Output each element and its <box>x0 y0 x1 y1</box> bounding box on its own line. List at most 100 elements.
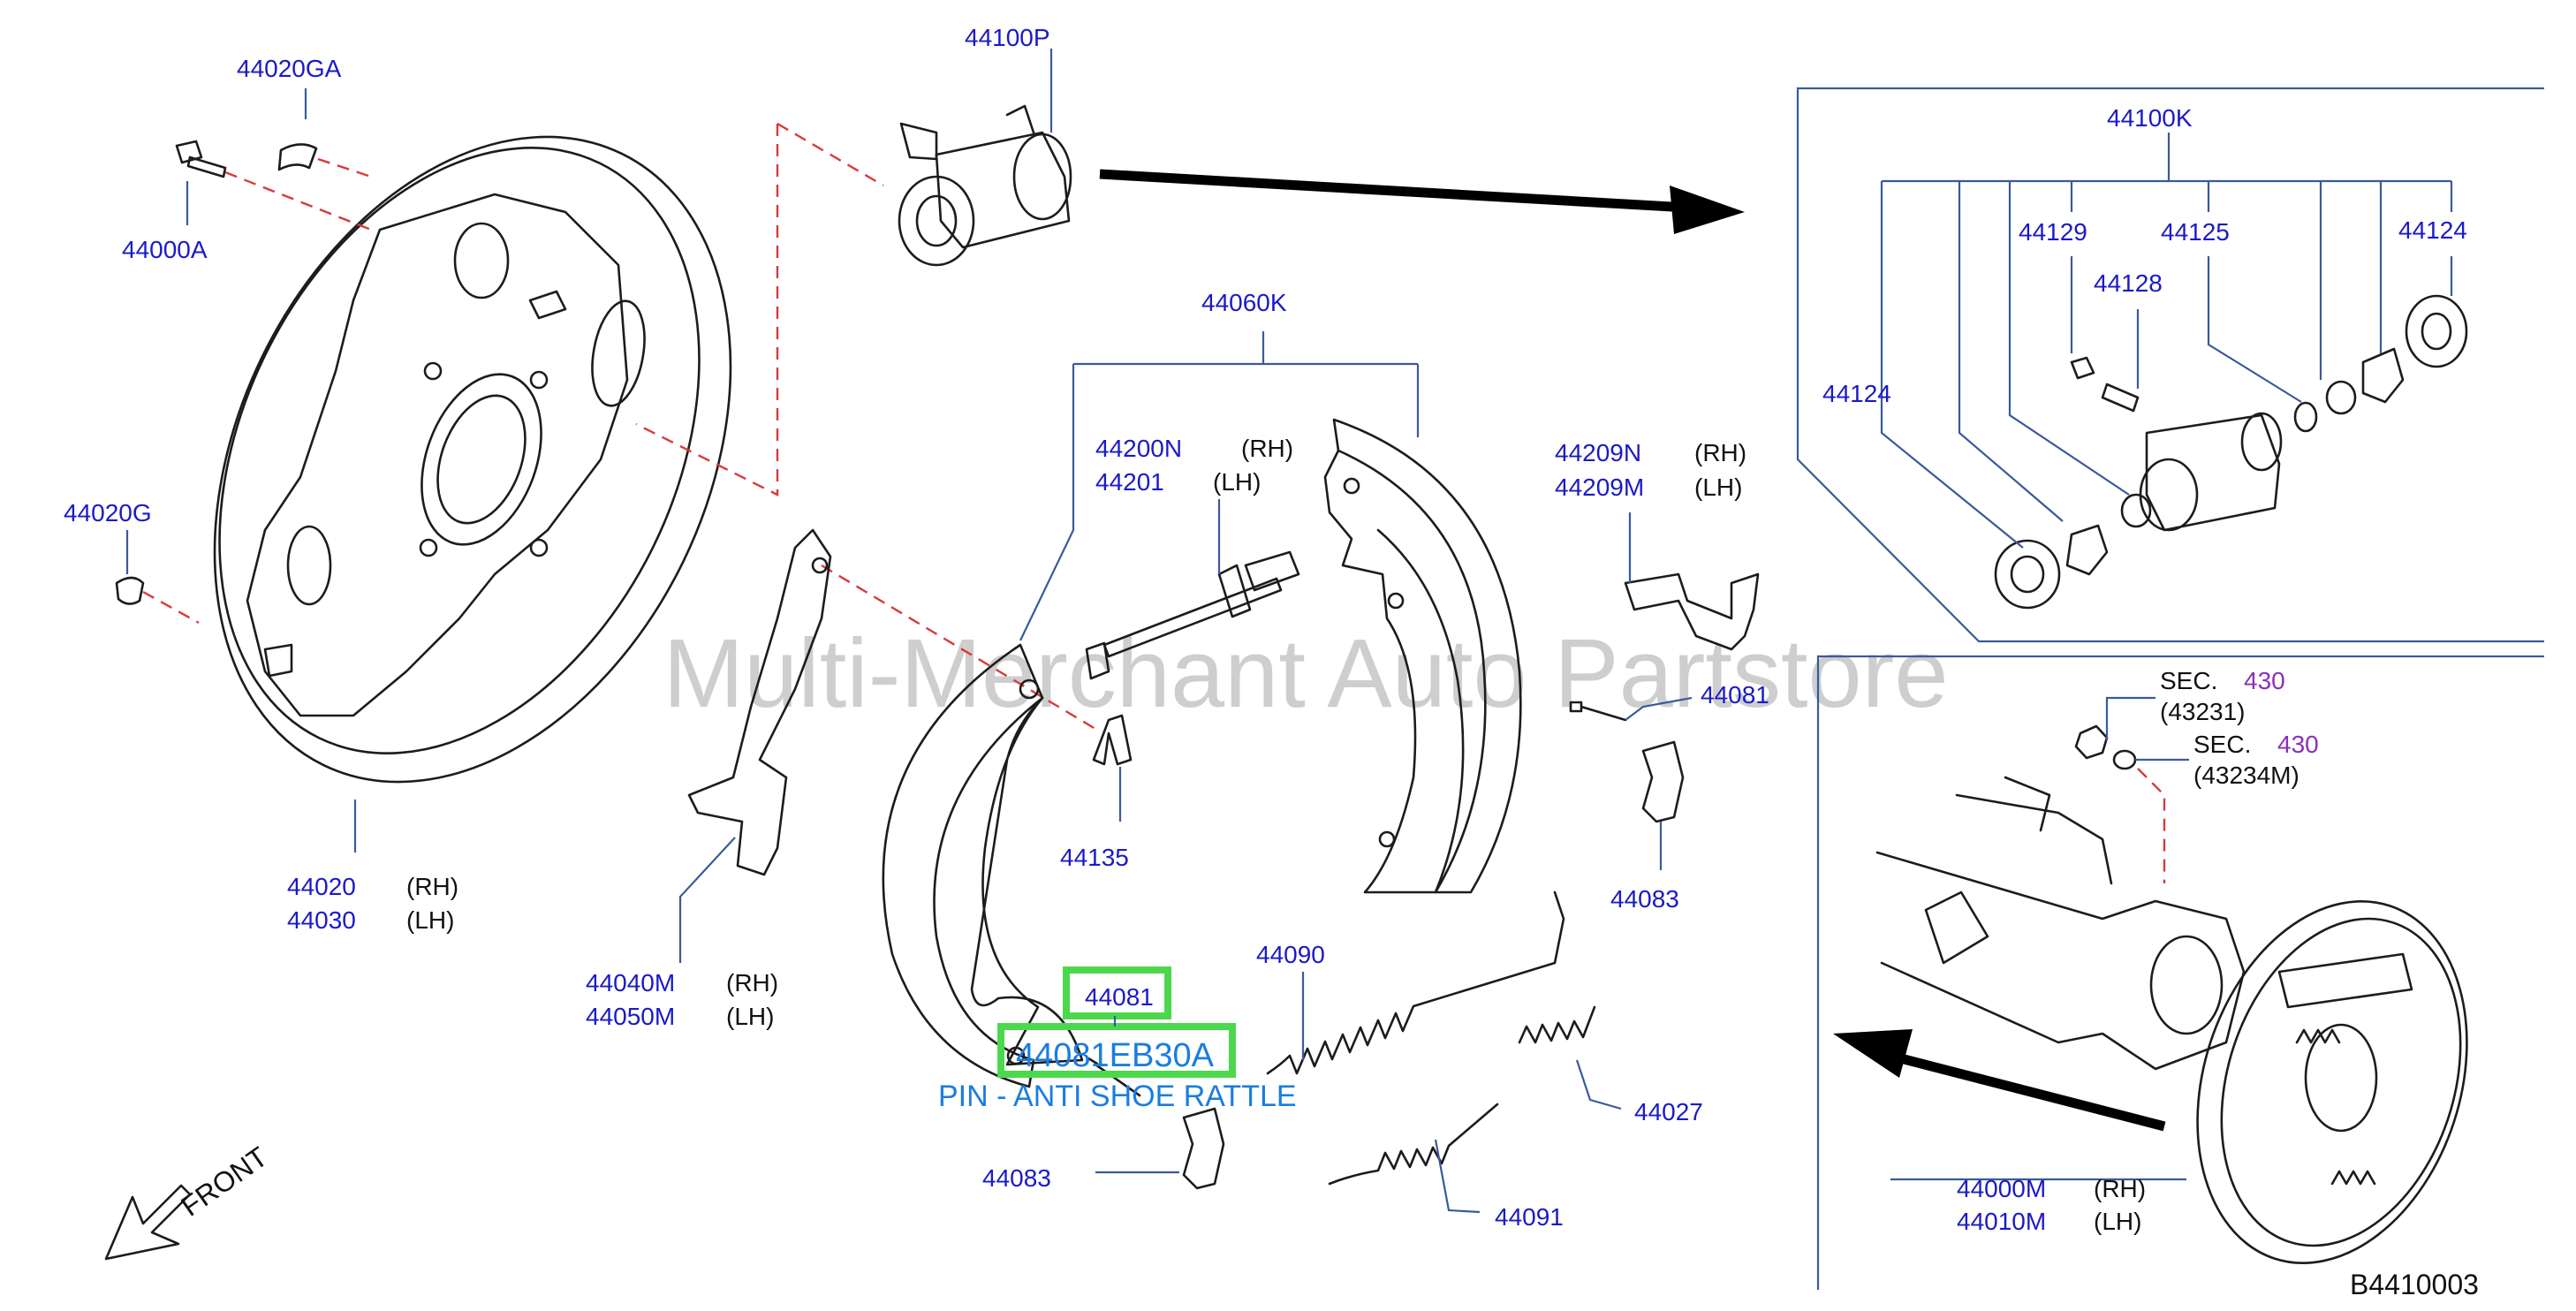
plug-44020GA <box>277 143 318 171</box>
diagram-code: B4410003 <box>2350 1269 2479 1300</box>
dash-44000A <box>224 171 372 231</box>
watermark: Multi-Merchant Auto Partstore <box>663 619 1948 728</box>
wheel-cylinder-icon <box>898 104 1072 267</box>
dash-axle <box>2137 768 2166 883</box>
label-44027[interactable]: 44027 <box>1634 1098 1703 1125</box>
label-44020-side: (RH) <box>406 873 458 900</box>
label-44050M[interactable]: 44050M <box>586 1003 675 1030</box>
label-44010M[interactable]: 44010M <box>1957 1208 2046 1235</box>
label-44129[interactable]: 44129 <box>2019 218 2087 246</box>
pin-44081-upper <box>1569 701 1627 722</box>
label-44010M-side: (LH) <box>2094 1208 2141 1235</box>
label-44000M-side: (RH) <box>2094 1175 2146 1202</box>
kit-frame-44100K <box>1796 87 2544 643</box>
drum-brake-assembly-icon <box>2196 900 2468 1264</box>
arrow-to-assembly-head <box>1833 1029 1913 1078</box>
kit-part-bleeder <box>2070 356 2095 380</box>
label-44000M[interactable]: 44000M <box>1957 1175 2046 1202</box>
label-44081-upper[interactable]: 44081 <box>1701 681 1769 709</box>
front-label: FRONT <box>175 1140 273 1223</box>
label-44128[interactable]: 44128 <box>2094 269 2163 297</box>
brake-shoe-front <box>882 643 1084 1088</box>
label-44200N[interactable]: 44200N <box>1095 435 1182 462</box>
kit-part-spring-44125 <box>2293 401 2318 433</box>
label-44083-upper[interactable]: 44083 <box>1610 885 1679 913</box>
label-44030-side: (LH) <box>406 906 454 934</box>
adjuster-44200N <box>1085 550 1300 680</box>
label-44124-left[interactable]: 44124 <box>1822 380 1891 407</box>
label-44100K[interactable]: 44100K <box>2107 104 2193 132</box>
label-44020G[interactable]: 44020G <box>64 499 152 527</box>
label-sec1-prefix: SEC. <box>2160 667 2217 694</box>
kit-part-boot-left <box>1994 539 2061 610</box>
front-arrow-icon <box>104 1184 192 1261</box>
label-44050M-side: (LH) <box>726 1003 774 1030</box>
dash-44020GA <box>317 157 372 178</box>
label-44030[interactable]: 44030 <box>287 906 356 934</box>
label-44020GA[interactable]: 44020GA <box>237 55 342 82</box>
dash-44040M <box>821 564 1096 731</box>
axle-housing <box>1875 776 2246 1071</box>
label-44124-right[interactable]: 44124 <box>2398 216 2467 244</box>
label-44209N-side: (RH) <box>1694 439 1746 466</box>
label-44209N[interactable]: 44209N <box>1555 439 1641 466</box>
spring-44091 <box>1328 1103 1499 1186</box>
strut-44209N <box>1624 572 1760 651</box>
kit-part-piston-right <box>2361 347 2405 404</box>
kit-part-seal-right <box>2325 380 2357 415</box>
retainer-44083-upper <box>1641 740 1685 823</box>
pin-44081-lower <box>1087 1057 1141 1097</box>
label-44091[interactable]: 44091 <box>1495 1203 1564 1231</box>
label-44060K[interactable]: 44060K <box>1201 289 1287 316</box>
kit-part-seal-left <box>2120 493 2152 528</box>
label-44135[interactable]: 44135 <box>1060 844 1129 871</box>
spring-44027 <box>1518 1005 1596 1044</box>
label-sec1-ref: (43231) <box>2160 698 2246 725</box>
label-44201-side: (LH) <box>1213 468 1261 496</box>
arrow-to-assembly <box>1889 1050 2166 1132</box>
sec-leaders <box>2105 696 2189 762</box>
kit-part-boot-right <box>2405 294 2468 368</box>
kit-part-nipple-44128 <box>2101 383 2140 413</box>
spring-44090 <box>1266 890 1565 1075</box>
backing-plate-44020 <box>213 135 732 784</box>
label-44201[interactable]: 44201 <box>1095 468 1164 496</box>
label-sec2-ref: (43234M) <box>2193 762 2299 789</box>
label-44125[interactable]: 44125 <box>2161 218 2230 246</box>
highlight-box-code[interactable] <box>997 1023 1236 1078</box>
label-44083-lower[interactable]: 44083 <box>982 1164 1051 1192</box>
dash-44020G <box>142 590 200 625</box>
label-44209M[interactable]: 44209M <box>1555 474 1644 501</box>
arrow-to-kit-head <box>1670 186 1745 234</box>
arrow-to-kit <box>1099 169 1688 213</box>
dash-44100P <box>635 122 884 496</box>
label-44020[interactable]: 44020 <box>287 873 356 900</box>
kit-part-piston-left <box>2065 524 2109 576</box>
label-44040M[interactable]: 44040M <box>586 969 675 997</box>
label-44090[interactable]: 44090 <box>1256 941 1325 968</box>
highlight-box-part[interactable] <box>1063 966 1171 1019</box>
kit-leaders <box>1880 133 2453 549</box>
clip-44135 <box>1092 714 1133 766</box>
plug-44020G <box>115 576 145 605</box>
label-44000A[interactable]: 44000A <box>122 236 208 263</box>
kit-part-cylinder-body <box>2139 412 2283 532</box>
label-sec2-num[interactable]: 430 <box>2277 731 2319 758</box>
retainer-44083-lower <box>1182 1107 1225 1190</box>
label-44209M-side: (LH) <box>1694 474 1742 501</box>
washer-43234M <box>2112 749 2137 770</box>
label-part-description: PIN - ANTI SHOE RATTLE <box>938 1080 1297 1113</box>
label-sec2-prefix: SEC. <box>2193 731 2251 758</box>
bolt-44000A <box>175 140 227 178</box>
label-44040M-side: (RH) <box>726 969 778 997</box>
leaders-main <box>125 49 2186 1214</box>
label-44081-highlight[interactable]: 44081 <box>1085 983 1154 1011</box>
brake-shoe-rear <box>1323 418 1522 894</box>
axle-frame <box>1816 655 2544 1290</box>
label-44200N-side: (RH) <box>1241 435 1293 462</box>
nut-43231 <box>2074 724 2109 760</box>
label-44081EB30A[interactable]: 44081EB30A <box>1016 1037 1215 1074</box>
label-44100P[interactable]: 44100P <box>965 24 1050 51</box>
label-sec1-num[interactable]: 430 <box>2244 667 2285 694</box>
